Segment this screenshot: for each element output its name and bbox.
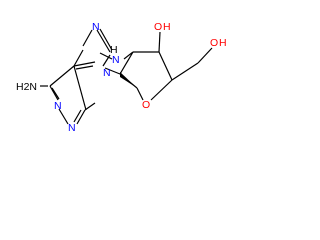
hydroxyl-o-label: O: [154, 21, 162, 33]
methylamino-n-label: N: [112, 54, 120, 66]
nitrogen-atom-n7: N: [92, 21, 100, 33]
molecule-structure-diagram: H2N N N N N H N O O H O H: [16, 21, 227, 134]
atom-labels: H2N N N N N H N O O H O H: [16, 21, 227, 134]
stereo-wedges: [120, 72, 137, 88]
ring-oxygen-label: O: [142, 99, 150, 111]
nitrogen-atom-n9: N: [103, 67, 111, 79]
amino-h2n-label: H2N: [16, 81, 37, 93]
hydroxymethyl-h-label: H: [219, 37, 227, 49]
hydroxymethyl-o-label: O: [210, 37, 218, 49]
bond-lines: [40, 28, 213, 125]
hydroxyl-h-label: H: [163, 21, 171, 33]
nitrogen-atom-n1: N: [54, 100, 62, 112]
nitrogen-atom-n3: N: [68, 122, 76, 134]
methylamino-h-label: H: [110, 44, 118, 56]
